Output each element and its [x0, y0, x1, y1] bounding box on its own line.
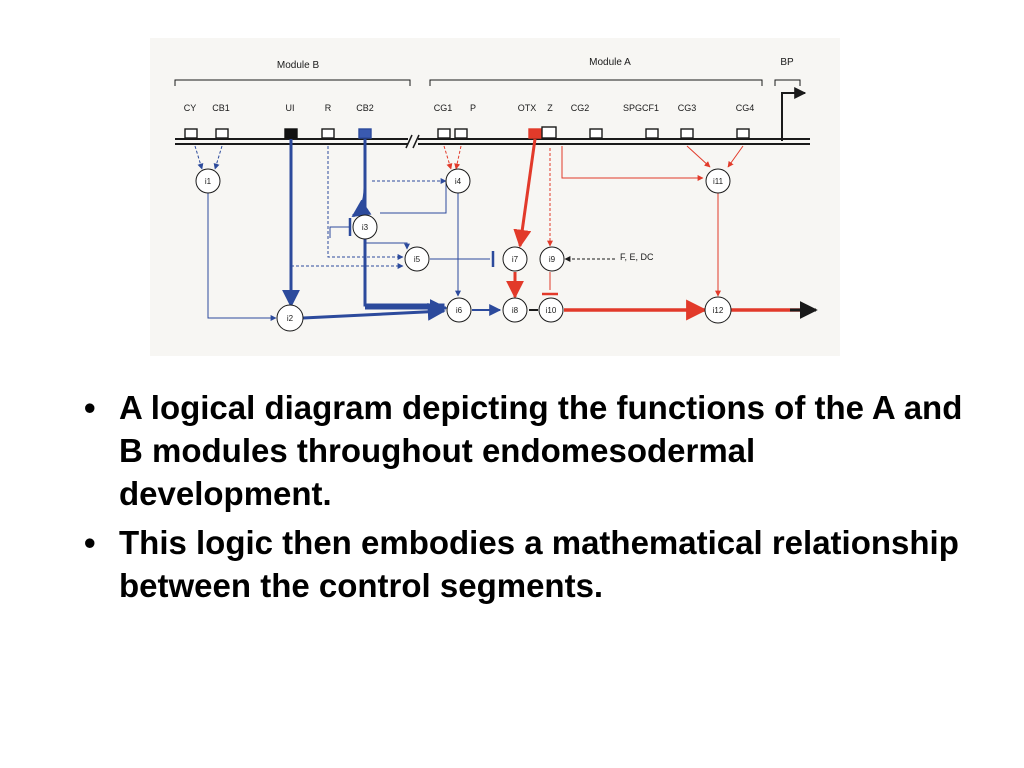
svg-text:i11: i11	[713, 177, 724, 186]
dna-strand	[175, 134, 810, 149]
bullet-text: This logic then embodies a mathematical …	[119, 524, 959, 604]
node-i3: i3	[352, 214, 378, 240]
segment-label: UI	[286, 103, 295, 113]
segment-box-cb2	[358, 128, 372, 139]
bullet-dot-icon: •	[84, 524, 96, 561]
segment-box-r	[321, 128, 335, 139]
bullet-item: • A logical diagram depicting the functio…	[84, 386, 964, 515]
segment-box-otx	[528, 128, 542, 139]
segment-box-ui	[284, 128, 298, 139]
node-i8: i8	[502, 297, 528, 323]
connections	[194, 138, 818, 321]
node-i12: i12	[704, 296, 732, 324]
node-i5: i5	[404, 246, 430, 272]
node-i7: i7	[502, 246, 528, 272]
node-i4: i4	[445, 168, 471, 194]
node-i6: i6	[446, 297, 472, 323]
segment-label: CG2	[571, 103, 590, 113]
segment-label: P	[470, 103, 476, 113]
bullet-list: • A logical diagram depicting the functio…	[84, 386, 964, 613]
logic-diagram: Module B Module A BP CY CB1 UI R CB2 CG1…	[150, 38, 840, 356]
segment-label: CY	[184, 103, 197, 113]
node-i9: i9	[539, 246, 565, 272]
svg-text:i1: i1	[205, 177, 212, 186]
node-i1: i1	[195, 168, 221, 194]
segment-box-cg3	[680, 128, 694, 139]
bp-bracket: BP	[774, 57, 801, 86]
svg-text:i3: i3	[362, 223, 369, 232]
segment-box-cg4	[736, 128, 750, 139]
bullet-text: A logical diagram depicting the function…	[119, 389, 963, 512]
segment-label: SPGCF1	[623, 103, 659, 113]
segment-label: CG4	[736, 103, 755, 113]
node-i11: i11	[705, 168, 731, 194]
segment-box-z	[541, 126, 557, 139]
svg-text:i12: i12	[713, 306, 724, 315]
external-inputs-label: F, E, DC	[620, 252, 654, 262]
bp-label: BP	[780, 57, 794, 68]
module-a-label: Module A	[589, 57, 631, 68]
svg-text:i7: i7	[512, 255, 519, 264]
segment-label: CG1	[434, 103, 453, 113]
logic-diagram-svg: Module B Module A BP CY CB1 UI R CB2 CG1…	[174, 57, 818, 332]
node-i2: i2	[276, 304, 304, 332]
segment-label: R	[325, 103, 332, 113]
segment-label: CG3	[678, 103, 697, 113]
bp-promoter-arrow	[781, 87, 807, 141]
segment-labels: CY CB1 UI R CB2 CG1 P OTX Z CG2 SPGCF1 C…	[184, 103, 755, 113]
bullet-dot-icon: •	[84, 389, 96, 426]
svg-text:i9: i9	[549, 255, 556, 264]
segment-box-p	[454, 128, 468, 139]
nodes: i1 i2 i3 i4 i5 i6 i7 i8 i9 i10 i11 i12	[195, 168, 732, 332]
module-b-bracket: Module B	[174, 60, 411, 86]
segment-box-cb1	[215, 128, 229, 139]
segment-box-cg2	[589, 128, 603, 139]
bullet-item: • This logic then embodies a mathematical…	[84, 521, 964, 607]
segment-boxes	[184, 126, 750, 139]
module-b-label: Module B	[277, 60, 320, 71]
node-i10: i10	[538, 297, 564, 323]
segment-box-cg1	[437, 128, 451, 139]
svg-text:i10: i10	[546, 306, 557, 315]
segment-label: Z	[547, 103, 553, 113]
module-a-bracket: Module A	[429, 57, 763, 86]
svg-text:i2: i2	[287, 314, 294, 323]
segment-label: CB1	[212, 103, 230, 113]
svg-text:i8: i8	[512, 306, 519, 315]
segment-label: OTX	[518, 103, 537, 113]
svg-text:i4: i4	[455, 177, 462, 186]
segment-box-cy	[184, 128, 198, 139]
svg-text:i6: i6	[456, 306, 463, 315]
segment-box-spgcf1	[645, 128, 659, 139]
svg-text:i5: i5	[414, 255, 421, 264]
segment-label: CB2	[356, 103, 374, 113]
